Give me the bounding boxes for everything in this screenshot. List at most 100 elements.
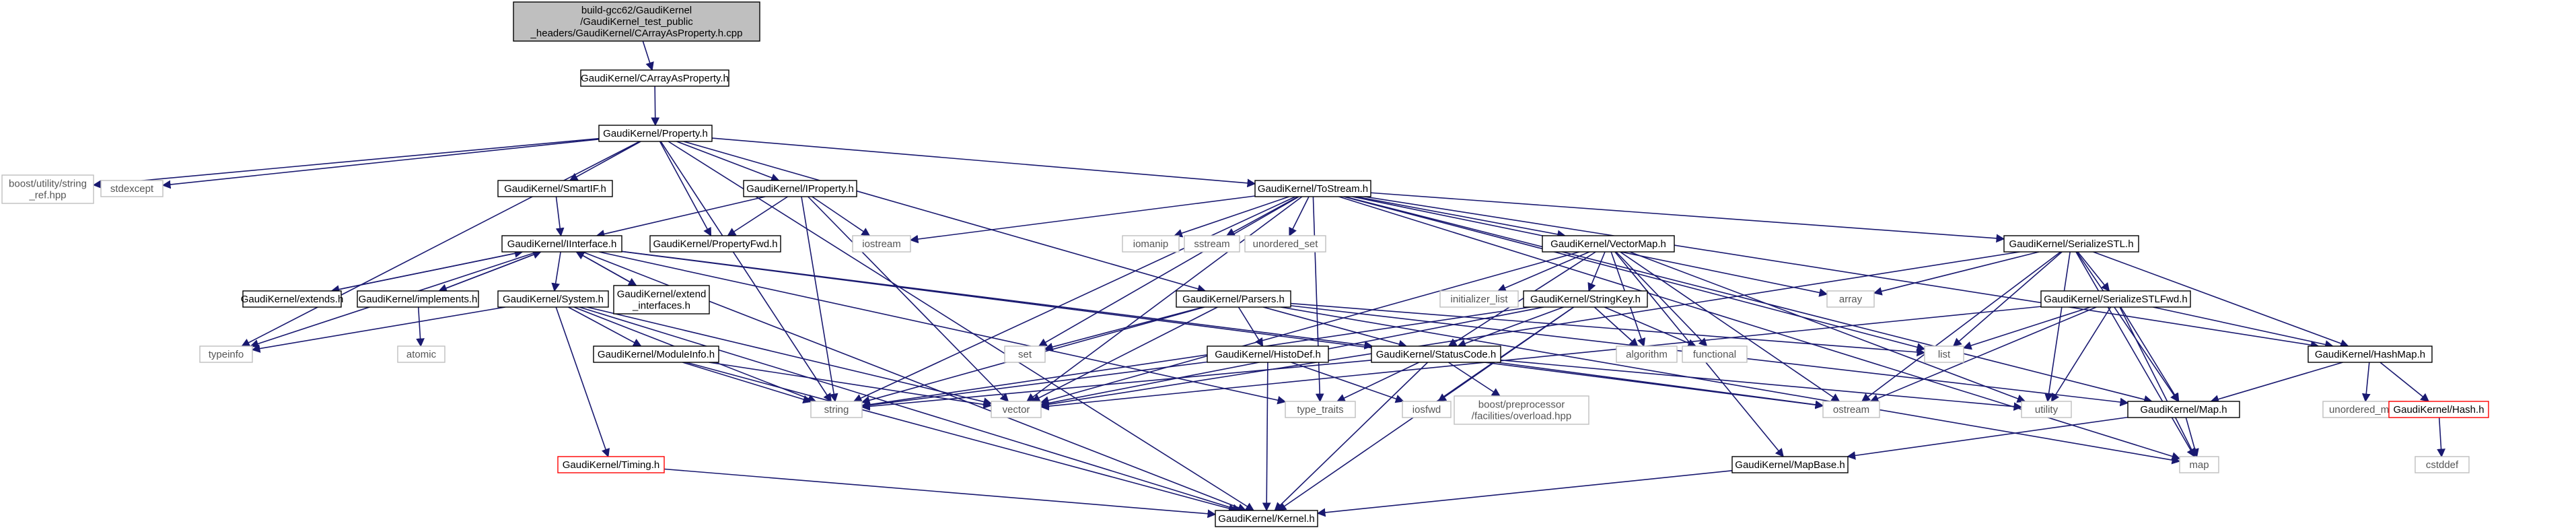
node-label-stdexcept: stdexcept	[110, 183, 154, 195]
node-ostream[interactable]: ostream	[1822, 401, 1880, 418]
node-label-vector: vector	[1003, 404, 1030, 416]
edge-stringkey-to-statuscode	[1457, 306, 1564, 348]
edge-tostream-to-iostream	[909, 195, 1256, 244]
node-label-implements: GaudiKernel/implements.h	[359, 294, 478, 305]
edge-iproperty-to-string	[801, 196, 838, 403]
node-mapbase[interactable]: GaudiKernel/MapBase.h	[1731, 456, 1849, 473]
node-atomic[interactable]: atomic	[397, 345, 445, 363]
node-label-tostream: GaudiKernel/ToStream.h	[1258, 183, 1368, 195]
edge-tostream-to-hashmap	[1364, 196, 2320, 350]
edge-iproperty-to-propertyfwd	[727, 196, 788, 236]
node-label-iproperty: GaudiKernel/IProperty.h	[746, 183, 854, 195]
edge-tostream-to-list	[1343, 196, 1926, 352]
node-sstream[interactable]: sstream	[1184, 235, 1240, 253]
node-vectormap[interactable]: GaudiKernel/VectorMap.h	[1542, 235, 1675, 253]
node-smartif[interactable]: GaudiKernel/SmartIF.h	[497, 180, 613, 197]
node-box-list	[1924, 345, 1964, 363]
node-hash_h[interactable]: GaudiKernel/Hash.h	[2388, 401, 2489, 418]
node-string[interactable]: string	[810, 401, 863, 418]
node-system[interactable]: GaudiKernel/System.h	[497, 290, 609, 308]
edge-system-to-moduleinfo	[568, 306, 642, 347]
node-box-set	[1004, 345, 1046, 363]
edge-iproperty-to-vector	[808, 196, 1009, 402]
node-label-serializestlfwd: GaudiKernel/SerializeSTLFwd.h	[2044, 294, 2187, 305]
node-box-iproperty	[743, 180, 857, 197]
edge-vectormap-to-utility	[1629, 251, 2026, 403]
edge-property-to-iproperty	[676, 141, 780, 182]
edge-serializestlfwd-to-vector	[1040, 306, 2042, 411]
node-statuscode[interactable]: GaudiKernel/StatusCode.h	[1371, 345, 1501, 363]
node-vector[interactable]: vector	[991, 401, 1042, 418]
node-propertyfwd[interactable]: GaudiKernel/PropertyFwd.h	[649, 235, 781, 253]
node-property[interactable]: GaudiKernel/Property.h	[598, 125, 713, 142]
edge-tostream-to-map_h	[1345, 196, 2153, 404]
node-iinterface[interactable]: GaudiKernel/IInterface.h	[501, 235, 622, 253]
node-carray[interactable]: GaudiKernel/CArrayAsProperty.h	[580, 69, 729, 87]
node-box-sstream	[1184, 235, 1240, 253]
node-tostream[interactable]: GaudiKernel/ToStream.h	[1254, 180, 1371, 197]
edge-serializestlfwd-to-map_h	[2120, 306, 2180, 403]
node-label-set: set	[1018, 349, 1032, 360]
edge-statuscode-to-string	[861, 360, 1372, 411]
edge-parsers-to-vector	[1031, 306, 1218, 402]
node-type_traits[interactable]: type_traits	[1285, 401, 1356, 418]
node-extends[interactable]: GaudiKernel/extends.h	[241, 290, 344, 308]
node-serializestl[interactable]: GaudiKernel/SerializeSTL.h	[2003, 235, 2139, 253]
node-iproperty[interactable]: GaudiKernel/IProperty.h	[743, 180, 857, 197]
node-box-moduleinfo	[593, 345, 719, 363]
node-map[interactable]: map	[2179, 456, 2219, 473]
node-box-type_traits	[1285, 401, 1356, 418]
node-implements[interactable]: GaudiKernel/implements.h	[357, 290, 479, 308]
node-set[interactable]: set	[1004, 345, 1046, 363]
node-root[interactable]: build-gcc62/GaudiKernel/GaudiKernel_test…	[513, 1, 760, 42]
node-array[interactable]: array	[1826, 290, 1875, 308]
node-label-moduleinfo: GaudiKernel/ModuleInfo.h	[598, 349, 715, 360]
node-map_h[interactable]: GaudiKernel/Map.h	[2127, 401, 2240, 418]
node-boost_overload[interactable]: boost/preprocessor/facilities/overload.h…	[1454, 395, 1589, 425]
node-label-boost_overload-1: /facilities/overload.hpp	[1472, 411, 1571, 422]
node-iostream[interactable]: iostream	[852, 235, 911, 253]
node-algorithm[interactable]: algorithm	[1616, 345, 1678, 363]
node-label-algorithm: algorithm	[1626, 349, 1668, 360]
node-parsers[interactable]: GaudiKernel/Parsers.h	[1176, 290, 1291, 308]
node-label-extend_interfaces-1: _interfaces.h	[632, 300, 690, 312]
node-typeinfo[interactable]: typeinfo	[199, 345, 253, 363]
edge-tostream-to-sstream	[1225, 196, 1299, 236]
node-moduleinfo[interactable]: GaudiKernel/ModuleInfo.h	[593, 345, 719, 363]
node-label-hash_h: GaudiKernel/Hash.h	[2393, 404, 2484, 416]
node-extend_interfaces[interactable]: GaudiKernel/extend_interfaces.h	[613, 285, 710, 314]
node-box-algorithm	[1616, 345, 1678, 363]
node-histodef[interactable]: GaudiKernel/HistoDef.h	[1207, 345, 1329, 363]
node-iomanip[interactable]: iomanip	[1122, 235, 1180, 253]
node-label-ostream: ostream	[1833, 404, 1869, 416]
node-stdexcept[interactable]: stdexcept	[100, 180, 164, 197]
edge-root-to-carray	[642, 40, 654, 71]
node-boost_string_ref[interactable]: boost/utility/string_ref.hpp	[1, 174, 94, 204]
edge-tostream-to-vectormap	[1356, 196, 1567, 239]
node-timing[interactable]: GaudiKernel/Timing.h	[557, 456, 665, 473]
edge-mapbase-to-kernel	[1316, 470, 1733, 517]
node-box-utility	[2021, 401, 2072, 418]
edge-parsers-to-set	[1044, 306, 1203, 352]
edge-iinterface-to-type_traits	[598, 251, 1287, 405]
edge-vectormap-to-ostream	[1620, 251, 1840, 402]
node-functional[interactable]: functional	[1682, 345, 1748, 363]
node-hashmap[interactable]: GaudiKernel/HashMap.h	[2307, 345, 2433, 363]
node-unordered_set[interactable]: unordered_set	[1244, 235, 1326, 253]
node-list[interactable]: list	[1924, 345, 1964, 363]
node-serializestlfwd[interactable]: GaudiKernel/SerializeSTLFwd.h	[2040, 290, 2191, 308]
node-stringkey[interactable]: GaudiKernel/StringKey.h	[1523, 290, 1648, 308]
node-box-typeinfo	[199, 345, 253, 363]
node-kernel[interactable]: GaudiKernel/Kernel.h	[1215, 510, 1318, 527]
node-label-kernel: GaudiKernel/Kernel.h	[1218, 513, 1314, 525]
node-utility[interactable]: utility	[2021, 401, 2072, 418]
node-box-array	[1826, 290, 1875, 308]
node-label-iomanip: iomanip	[1133, 238, 1169, 250]
node-cstddef[interactable]: cstddef	[2414, 456, 2470, 473]
node-box-extends	[242, 290, 342, 308]
node-label-iinterface: GaudiKernel/IInterface.h	[507, 238, 617, 250]
node-initializer_list[interactable]: initializer_list	[1439, 290, 1519, 308]
node-box-iomanip	[1122, 235, 1180, 253]
node-iosfwd[interactable]: iosfwd	[1402, 401, 1452, 418]
node-box-histodef	[1207, 345, 1329, 363]
